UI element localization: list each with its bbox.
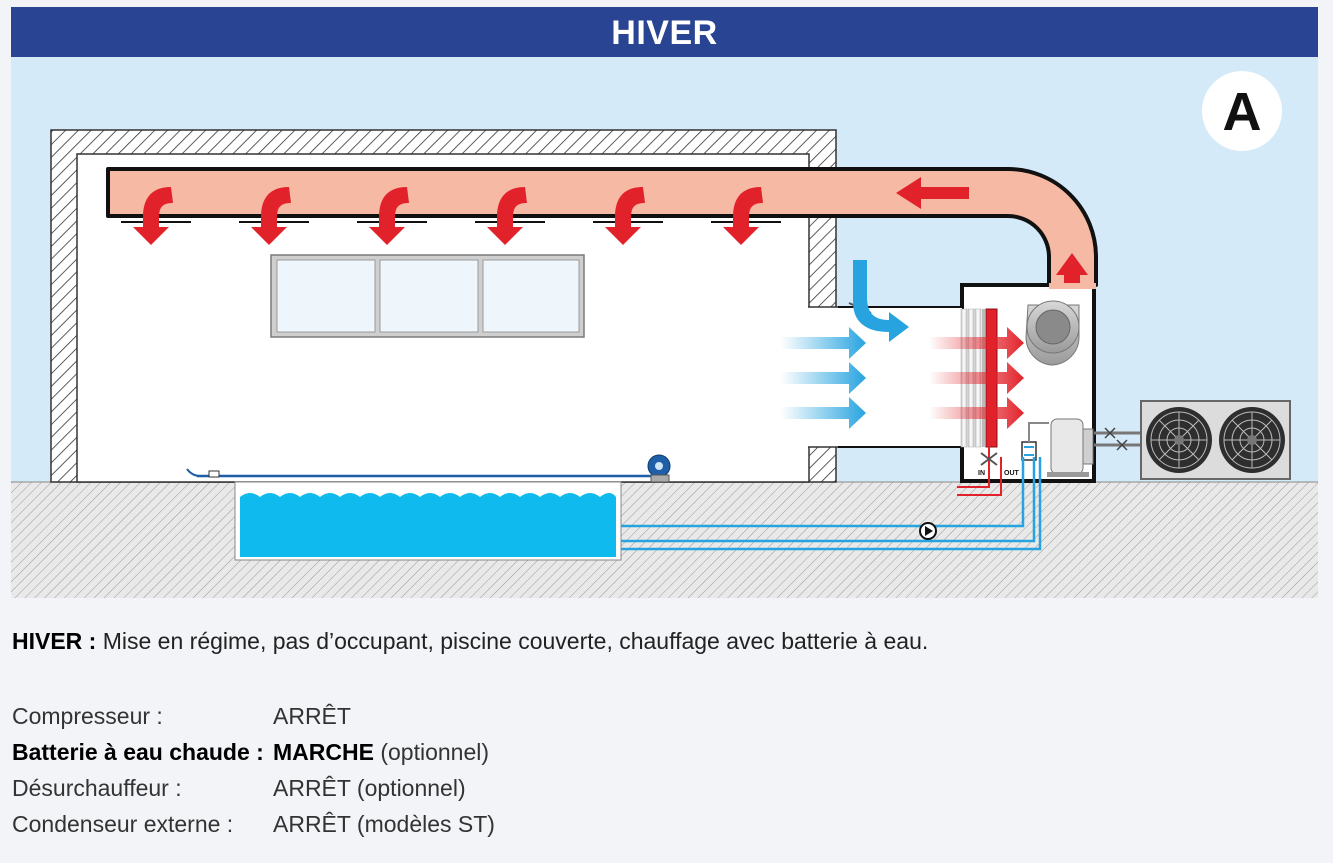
desuperheater	[1021, 422, 1049, 461]
warm-air-arrows	[929, 327, 1024, 429]
status-extra: (optionnel)	[350, 775, 466, 801]
pool-water-circuit	[621, 457, 1042, 551]
status-label: Désurchauffeur :	[12, 775, 182, 801]
status-value: ARRÊT	[273, 703, 351, 729]
status-value: ARRÊT	[273, 775, 351, 801]
compressor	[1047, 418, 1094, 477]
page-header: HIVER	[11, 7, 1318, 57]
status-extra: (optionnel)	[373, 739, 490, 765]
external-condenser	[1140, 400, 1291, 480]
outlet-label: OUT	[1004, 470, 1020, 477]
caption: HIVER : Mise en régime, pas d’occupant, …	[12, 628, 928, 655]
caption-label: HIVER :	[12, 628, 97, 654]
pool-cover	[186, 454, 671, 483]
supply-duct	[106, 167, 1098, 287]
swimming-pool	[234, 481, 622, 561]
status-label: Condenseur externe :	[12, 811, 234, 837]
header-title: HIVER	[611, 14, 718, 52]
hvac-diagram: IN OUT	[11, 57, 1318, 598]
circulation-pump	[919, 522, 937, 540]
inlet-label: IN	[978, 470, 985, 477]
mode-badge-letter: A	[1223, 82, 1262, 142]
status-label: Batterie à eau chaude :	[12, 739, 264, 765]
hot-air-arrows	[133, 177, 1088, 307]
status-value: ARRÊT	[273, 811, 351, 837]
cold-air-arrows	[781, 260, 909, 429]
caption-text: Mise en régime, pas d’occupant, piscine …	[96, 628, 929, 654]
status-extra: (modèles ST)	[350, 811, 495, 837]
blower-fan	[1025, 300, 1080, 366]
window	[270, 254, 585, 338]
mode-badge: A	[1202, 71, 1282, 151]
refrigerant-lines	[1094, 427, 1141, 451]
status-label: Compresseur :	[12, 703, 163, 729]
status-value: MARCHE	[273, 739, 374, 765]
mixing-valve	[980, 452, 998, 466]
